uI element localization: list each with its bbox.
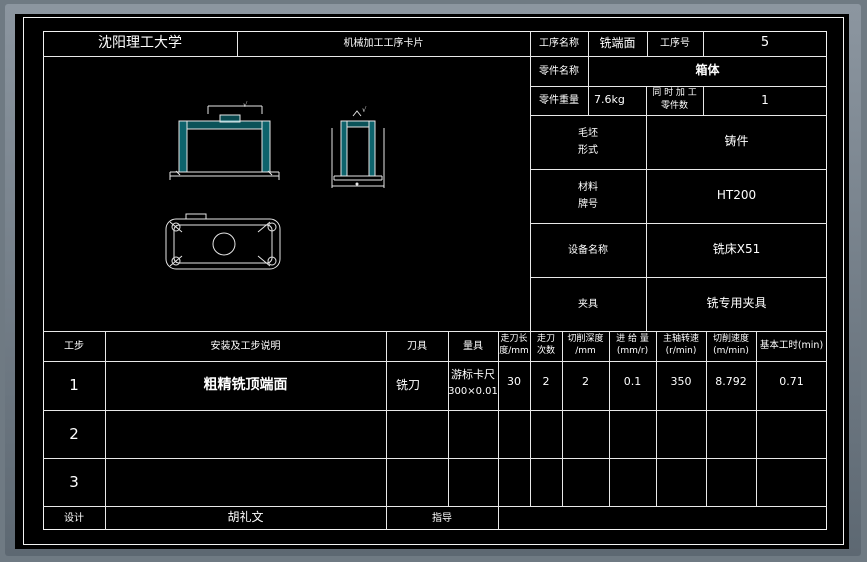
design-label: 设计 — [64, 512, 84, 524]
row-1-depth: 2 — [582, 374, 589, 388]
surface-mark-side: √ — [362, 106, 367, 114]
row-1-gauge-line2: 300×0.01 — [448, 385, 498, 397]
grid-line — [448, 331, 449, 506]
header-gauge: 量具 — [463, 340, 483, 352]
equipment-value: 铣床X51 — [712, 242, 761, 257]
row-1-step: 1 — [69, 376, 79, 395]
grid-line — [43, 56, 827, 57]
header-passes-line2: 次数 — [536, 346, 555, 357]
grid-line — [703, 86, 704, 115]
header-pass-len-line1: 走刀长 — [500, 334, 528, 345]
grid-line — [43, 361, 827, 362]
grid-line — [647, 31, 648, 56]
guide-label: 指导 — [432, 512, 452, 524]
grid-line — [703, 31, 704, 56]
grid-line — [43, 410, 827, 411]
designer-name: 胡礼文 — [227, 510, 264, 525]
grid-line — [43, 458, 827, 459]
header-step: 工步 — [64, 340, 84, 352]
row-1-gauge-line1: 游标卡尺 — [451, 367, 495, 381]
header-time: 基本工时(min) — [759, 339, 824, 351]
grid-line — [43, 331, 827, 332]
blank-label-line2: 形式 — [578, 144, 598, 156]
equipment-label: 设备名称 — [568, 244, 608, 256]
surface-mark-front: √ — [243, 101, 248, 109]
header-speed-line2: (r/min) — [665, 346, 697, 357]
material-label-line2: 牌号 — [578, 198, 598, 210]
part-weight-value: 7.6kg — [594, 93, 625, 107]
drawing-frame — [23, 17, 844, 545]
grid-line — [530, 223, 827, 224]
grid-line — [530, 31, 531, 331]
header-depth-line1: 切削深度 — [567, 334, 604, 345]
side-view — [331, 110, 385, 188]
grid-line — [609, 331, 610, 506]
row-2-step: 2 — [69, 424, 79, 443]
header-speed-line1: 主轴转速 — [662, 334, 699, 345]
card-title: 机械加工工序卡片 — [343, 38, 424, 49]
row-1-cut-speed: 8.792 — [715, 374, 747, 388]
grid-line — [530, 331, 531, 506]
header-pass-len-line2: 度/mm — [499, 346, 529, 357]
front-view — [169, 105, 280, 180]
simul-label-line1: 同 时 加 工 — [652, 88, 697, 99]
blank-label-line1: 毛坯 — [578, 127, 598, 139]
grid-line — [43, 506, 827, 507]
process-card-border — [43, 31, 827, 530]
row-1-feed: 0.1 — [623, 374, 642, 388]
process-name-value: 铣端面 — [599, 35, 636, 50]
row-1-passes: 2 — [542, 374, 550, 388]
grid-line — [562, 331, 563, 506]
top-view — [165, 213, 281, 270]
grid-line — [530, 277, 827, 278]
drawing-canvas[interactable] — [15, 14, 849, 549]
grid-line — [386, 331, 387, 530]
row-3-step: 3 — [69, 472, 79, 491]
header-feed-line1: 进 给 量 — [616, 334, 649, 345]
process-no-label: 工序号 — [660, 38, 690, 49]
header-passes-line1: 走刀 — [536, 334, 555, 345]
university-name: 沈阳理工大学 — [98, 34, 182, 51]
part-weight-label: 零件重量 — [539, 95, 579, 106]
row-1-speed: 350 — [670, 374, 692, 388]
header-cut-speed-line1: 切削速度 — [712, 334, 749, 345]
fixture-label: 夹具 — [578, 298, 598, 310]
grid-line — [237, 31, 238, 56]
material-label-line1: 材料 — [578, 181, 598, 193]
blank-value: 铸件 — [724, 134, 749, 149]
row-1-tool: 铣刀 — [396, 377, 421, 392]
part-name-value: 箱体 — [695, 63, 720, 78]
grid-line — [706, 331, 707, 506]
fixture-value: 铣专用夹具 — [706, 296, 767, 311]
grid-line — [756, 331, 757, 506]
material-value: HT200 — [716, 188, 757, 203]
simul-label-line2: 零件数 — [660, 101, 688, 112]
row-1-time: 0.71 — [779, 374, 804, 388]
header-feed-line2: (mm/r) — [616, 346, 649, 357]
row-1-desc: 粗精铣顶端面 — [203, 376, 288, 393]
header-tool: 刀具 — [407, 340, 427, 352]
process-name-label: 工序名称 — [539, 38, 579, 49]
header-depth-line2: /mm — [575, 346, 596, 357]
grid-line — [530, 86, 827, 87]
header-desc: 安装及工步说明 — [210, 340, 281, 352]
part-name-label: 零件名称 — [539, 65, 579, 77]
grid-line — [105, 331, 106, 530]
grid-line — [656, 331, 657, 506]
header-cut-speed-line2: (m/min) — [713, 346, 749, 357]
grid-line — [530, 169, 827, 170]
grid-line — [530, 115, 827, 116]
row-1-pass-len: 30 — [507, 374, 521, 388]
grid-line — [646, 86, 647, 115]
grid-line — [646, 115, 647, 331]
process-no-value: 5 — [760, 35, 770, 51]
grid-line — [588, 31, 589, 115]
grid-line — [498, 331, 499, 530]
simul-value: 1 — [761, 92, 769, 107]
